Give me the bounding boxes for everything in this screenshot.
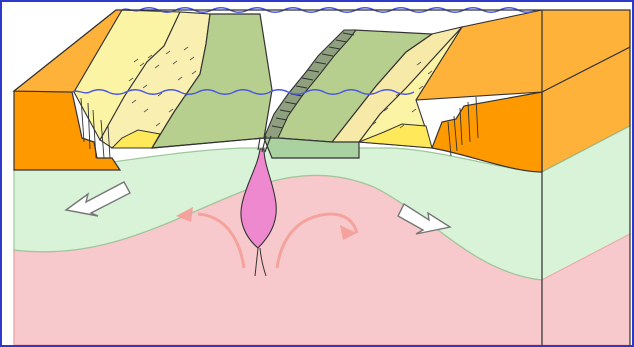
diagram-frame: [0, 0, 634, 347]
rift-diagram: [2, 2, 632, 345]
